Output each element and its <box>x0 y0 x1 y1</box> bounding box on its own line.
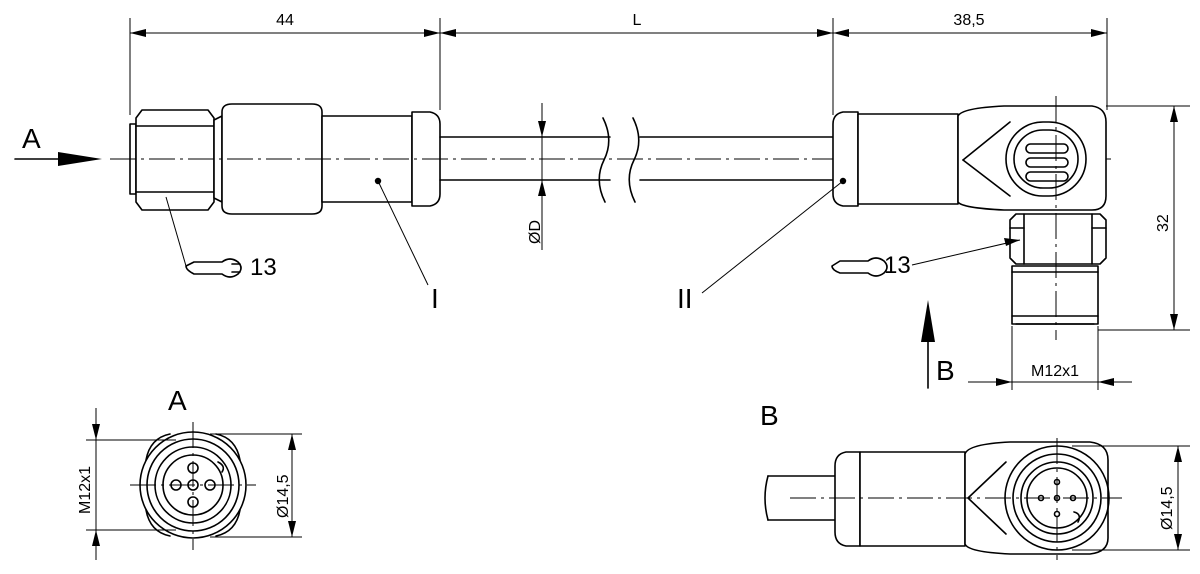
diameter-a-label: Ø14,5 <box>275 474 292 518</box>
straight-connector: I 13 <box>129 103 441 314</box>
view-a-arrow-label: A <box>22 123 41 154</box>
dim-38-5-label: 38,5 <box>953 12 984 29</box>
dim-44-label: 44 <box>276 12 294 29</box>
wrench-left-label: 13 <box>250 254 277 281</box>
view-a: A M12x1 Ø14,5 <box>77 385 302 560</box>
thread-a-label: M12x1 <box>77 466 94 514</box>
dim-32-label: 32 <box>1155 214 1172 232</box>
view-a-arrow: A <box>14 123 102 166</box>
wrench-right-label: 13 <box>884 252 911 279</box>
view-b-title: B <box>760 400 779 431</box>
top-dimension-chain: 44 L 38,5 <box>129 12 1108 115</box>
diameter-b-label: Ø14,5 <box>1159 486 1176 530</box>
view-b-arrow-label: B <box>936 355 955 386</box>
view-b-arrow: B <box>921 300 955 389</box>
part-i-label: I <box>431 283 439 314</box>
height-dimension: 32 <box>1098 105 1190 331</box>
thread-b-label: M12x1 <box>1031 363 1079 380</box>
view-a-title: A <box>168 385 187 416</box>
thread-b-dimension: M12x1 <box>968 326 1132 390</box>
cable: ØD <box>439 103 834 250</box>
view-b: B Ø14,5 <box>760 400 1190 560</box>
part-ii-label: II <box>677 283 693 314</box>
angled-connector: II 13 <box>677 96 1107 340</box>
cable-diameter-label: ØD <box>527 220 544 244</box>
dim-l-label: L <box>633 12 642 29</box>
